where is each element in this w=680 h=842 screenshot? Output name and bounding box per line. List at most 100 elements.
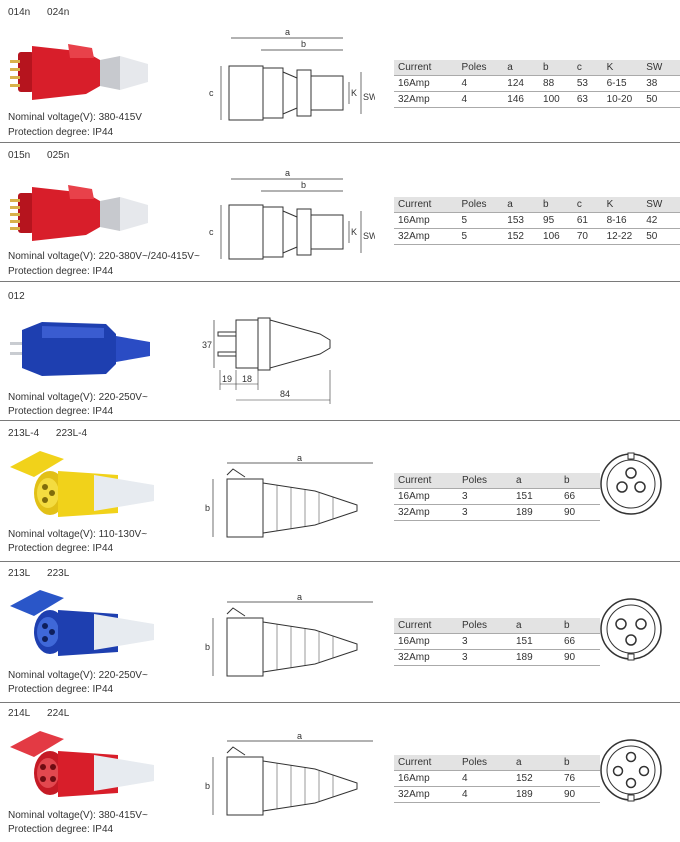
dimension-drawing: 37 19 18 84 <box>202 317 331 404</box>
table-header: K <box>602 197 643 213</box>
protection-degree: Protection degree: IP44 <box>8 266 114 277</box>
model-title: 213L-4 223L-4 <box>8 428 101 439</box>
table-header-row: Current Poles a b c K SW <box>394 197 680 213</box>
table-cell: 50 <box>642 91 680 108</box>
table-cell: 12-22 <box>602 228 643 245</box>
socket-face-4pin <box>600 739 662 802</box>
dim-label-c: c <box>209 88 214 98</box>
table-cell: 61 <box>572 212 603 229</box>
socket-face-3pin <box>600 598 662 661</box>
table-cell: 16Amp <box>394 488 458 505</box>
table-cell: 32Amp <box>394 649 458 666</box>
table-cell: 10-20 <box>602 91 643 108</box>
table-header: b <box>560 618 600 634</box>
table-header-row: Current Poles a b <box>394 618 600 634</box>
dimension-drawing: a b c K SW <box>209 168 375 260</box>
table-cell: 189 <box>512 504 560 521</box>
table-cell: 152 <box>503 228 540 245</box>
table-cell: 16Amp <box>394 770 458 787</box>
table-header: Poles <box>457 197 504 213</box>
blue-connector-photo <box>10 590 154 656</box>
table-header: b <box>560 473 600 489</box>
blue-schuko-plug-photo <box>10 322 150 376</box>
table-cell: 8-16 <box>602 212 643 229</box>
dim-label-b: b <box>205 642 210 652</box>
model-code: 025n <box>47 150 70 161</box>
table-cell: 151 <box>512 488 560 505</box>
table-header: Current <box>394 755 458 771</box>
nominal-voltage: Nominal voltage(V): 220-250V~ <box>8 670 148 681</box>
model-code: 014n <box>8 7 31 18</box>
table-header: K <box>602 60 643 76</box>
nominal-voltage: Nominal voltage(V): 380-415V <box>8 112 142 123</box>
dim-label-sw: SW <box>363 231 375 241</box>
table-cell: 90 <box>560 504 600 521</box>
model-code: 224L <box>47 708 70 719</box>
product-section-014n: 014n 024n Nominal voltage(V): 380-415V P… <box>0 0 680 142</box>
dim-label-c: c <box>209 227 214 237</box>
table-header: Poles <box>458 473 512 489</box>
table-cell: 189 <box>512 649 560 666</box>
model-code: 012 <box>8 291 25 302</box>
dimension-drawing: a b c K SW <box>209 27 375 121</box>
product-section-015n: 015n 025n Nominal voltage(V): 220-380V~/… <box>0 143 680 281</box>
table-cell: 76 <box>560 770 600 787</box>
nominal-voltage: Nominal voltage(V): 110-130V~ <box>8 529 148 540</box>
table-cell: 32Amp <box>394 91 458 108</box>
model-title: 213L 223L <box>8 568 83 579</box>
model-code: 214L <box>8 708 31 719</box>
model-title: 012 <box>8 291 39 302</box>
dimension-drawing: a b <box>205 453 373 538</box>
model-title: 214L 224L <box>8 708 83 719</box>
table-cell: 90 <box>560 649 600 666</box>
protection-degree: Protection degree: IP44 <box>8 406 114 417</box>
dim-label-b: b <box>205 781 210 791</box>
table-cell: 50 <box>642 228 680 245</box>
table-cell: 16Amp <box>394 75 458 92</box>
product-section-213L: 213L 223L Nominal voltage(V): 220-250V~ … <box>0 562 680 702</box>
section-divider <box>0 142 680 143</box>
table-cell: 4 <box>457 75 504 92</box>
table-cell: 106 <box>539 228 573 245</box>
table-cell: 88 <box>539 75 573 92</box>
product-section-012: 012 Nominal voltage(V): 220-250V~ Protec… <box>0 282 680 420</box>
dim-label-b: b <box>301 180 306 190</box>
table-cell: 66 <box>560 633 600 650</box>
table-header: Current <box>394 197 458 213</box>
table-cell: 4 <box>458 786 512 803</box>
dim-label-18: 18 <box>242 374 252 384</box>
section-divider <box>0 281 680 282</box>
protection-degree: Protection degree: IP44 <box>8 824 114 835</box>
table-cell: 3 <box>458 633 512 650</box>
model-title: 014n 024n <box>8 7 83 18</box>
table-header-row: Current Poles a b <box>394 755 600 771</box>
table-header: a <box>512 473 560 489</box>
model-code: 213L-4 <box>8 428 40 439</box>
dim-label-a: a <box>297 453 302 463</box>
product-section-213L-4: 213L-4 223L-4 Nominal voltage(V): 110-13… <box>0 421 680 561</box>
table-header: Poles <box>458 618 512 634</box>
model-code: 024n <box>47 7 70 18</box>
table-cell: 42 <box>642 212 680 229</box>
table-cell: 16Amp <box>394 212 458 229</box>
table-header: b <box>560 755 600 771</box>
table-cell: 3 <box>458 649 512 666</box>
table-header: a <box>503 60 540 76</box>
table-cell: 151 <box>512 633 560 650</box>
dim-label-a: a <box>297 731 302 741</box>
dim-label-19: 19 <box>222 374 232 384</box>
nominal-voltage: Nominal voltage(V): 380-415V~ <box>8 810 148 821</box>
table-cell: 4 <box>457 91 504 108</box>
dim-label-a: a <box>285 168 290 178</box>
